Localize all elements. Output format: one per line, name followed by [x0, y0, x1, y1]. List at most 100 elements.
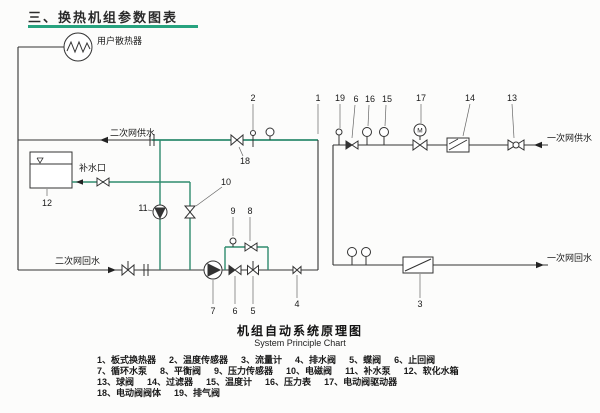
pressure-sensor-icon	[229, 237, 237, 247]
callout-8: 8	[247, 206, 253, 241]
svg-text:10: 10	[221, 177, 231, 187]
callout-9: 9	[230, 206, 236, 236]
thermometer-icon	[379, 127, 389, 145]
secondary-return-label: 二次网回水	[55, 255, 100, 266]
legend-item: 14、过滤器	[147, 377, 194, 387]
thermometer-icon	[265, 127, 275, 140]
pressure-gauge-icon	[362, 127, 372, 145]
title-underline	[28, 25, 198, 28]
callout-14: 14	[462, 93, 475, 137]
legend-item: 8、平衡阀	[160, 366, 202, 376]
legend-item: 15、温度计	[206, 377, 253, 387]
primary-return-label: 一次网回水	[547, 252, 592, 263]
svg-text:11: 11	[138, 203, 147, 213]
flow-arrow-left-icon	[100, 136, 108, 144]
svg-text:5: 5	[250, 306, 255, 316]
legend-item: 11、补水泵	[345, 366, 391, 376]
makeup-port-label: 补水口	[79, 162, 106, 173]
svg-text:17: 17	[416, 93, 426, 103]
butterfly-valve-icon	[121, 261, 135, 277]
softened-water-tank-icon	[29, 151, 73, 189]
flow-arrow-left-icon	[534, 141, 542, 149]
svg-text:3: 3	[417, 299, 422, 309]
callout-3: 3	[417, 274, 423, 309]
secondary-supply-label: 二次网供水	[110, 127, 155, 138]
legend-item: 10、电磁阀	[286, 366, 333, 376]
check-valve-icon	[345, 140, 359, 150]
flow-arrow-right-icon	[108, 266, 116, 274]
pipe-union-icon	[149, 134, 155, 146]
callout-6-bottom: 6	[232, 276, 238, 316]
svg-text:4: 4	[294, 299, 299, 309]
svg-text:16: 16	[365, 94, 375, 104]
callout-7: 7	[210, 280, 216, 316]
air-vent-icon	[335, 128, 343, 145]
legend-item: 16、压力表	[265, 377, 312, 387]
check-valve-icon	[228, 264, 242, 276]
thermometer-icon	[347, 247, 357, 265]
filter-icon	[446, 137, 470, 153]
pressure-gauge-icon	[361, 247, 371, 265]
legend-item: 13、球阀	[97, 377, 135, 387]
legend-item: 18、电动阀阀体	[97, 388, 162, 398]
svg-text:18: 18	[240, 156, 250, 166]
temperature-sensor-icon	[250, 130, 256, 147]
caption-en: System Principle Chart	[254, 338, 346, 348]
callout-19: 19	[335, 93, 345, 128]
svg-text:19: 19	[335, 93, 345, 103]
page-title: 三、换热机组参数图表	[28, 10, 179, 25]
pipe-union-icon	[143, 264, 149, 276]
electric-valve-body-icon	[230, 133, 244, 147]
svg-text:9: 9	[230, 206, 235, 216]
user-loop-pipes	[17, 46, 64, 270]
legend-item: 12、软化水箱	[403, 366, 459, 376]
callout-1: 1	[315, 93, 321, 134]
makeup-pump-icon	[152, 204, 168, 220]
legend-item: 9、压力传感器	[214, 366, 274, 376]
legend: 1、板式换热器 2、温度传感器 3、流量计 4、排水阀 5、蝶阀 6、止回阀 7…	[97, 355, 459, 399]
butterfly-valve-icon	[247, 261, 259, 276]
legend-row-3: 13、球阀 14、过滤器 15、温度计 16、压力表 17、电动阀驱动器	[97, 377, 459, 388]
radiator-icon	[63, 32, 93, 62]
motor-label: M	[417, 128, 422, 135]
flow-meter-icon	[402, 256, 434, 274]
callout-16: 16	[365, 94, 375, 127]
radiator-label: 用户散热器	[97, 35, 142, 46]
callout-6-top: 6	[351, 94, 359, 139]
svg-text:1: 1	[315, 93, 320, 103]
svg-text:13: 13	[507, 93, 517, 103]
svg-text:8: 8	[247, 206, 252, 216]
callout-5: 5	[250, 276, 256, 316]
legend-item: 6、止回阀	[394, 355, 436, 365]
callout-10: 10	[195, 177, 231, 207]
svg-text:12: 12	[42, 198, 52, 208]
svg-text:15: 15	[382, 94, 392, 104]
ball-valve-icon	[507, 139, 525, 151]
legend-item: 19、排气阀	[174, 388, 221, 398]
legend-row-4: 18、电动阀阀体 19、排气阀	[97, 388, 459, 399]
makeup-valve-icon	[96, 177, 110, 187]
legend-item: 5、蝶阀	[349, 355, 382, 365]
legend-item: 7、循环水泵	[97, 366, 148, 376]
circulation-pump-icon	[203, 260, 223, 280]
callout-2: 2	[250, 93, 256, 131]
drain-valve-icon	[292, 265, 302, 275]
svg-text:7: 7	[210, 306, 215, 316]
legend-item: 2、温度传感器	[169, 355, 229, 365]
callout-17: 17	[416, 93, 426, 123]
legend-item: 17、电动阀驱动器	[324, 377, 398, 387]
caption-zh: 机组自动系统原理图	[236, 324, 363, 338]
callout-15: 15	[382, 94, 392, 127]
heat-exchanger-icon	[317, 140, 334, 270]
callout-11: 11	[138, 203, 154, 213]
svg-text:14: 14	[465, 93, 475, 103]
callout-12: 12	[42, 189, 52, 208]
svg-text:6: 6	[353, 94, 358, 104]
legend-row-2: 7、循环水泵 8、平衡阀 9、压力传感器 10、电磁阀 11、补水泵 12、软化…	[97, 366, 459, 377]
callout-18: 18	[238, 146, 250, 166]
callout-13: 13	[507, 93, 517, 139]
flow-arrow-right-icon	[536, 261, 544, 269]
svg-text:6: 6	[232, 306, 237, 316]
balance-valve-icon	[244, 242, 258, 252]
